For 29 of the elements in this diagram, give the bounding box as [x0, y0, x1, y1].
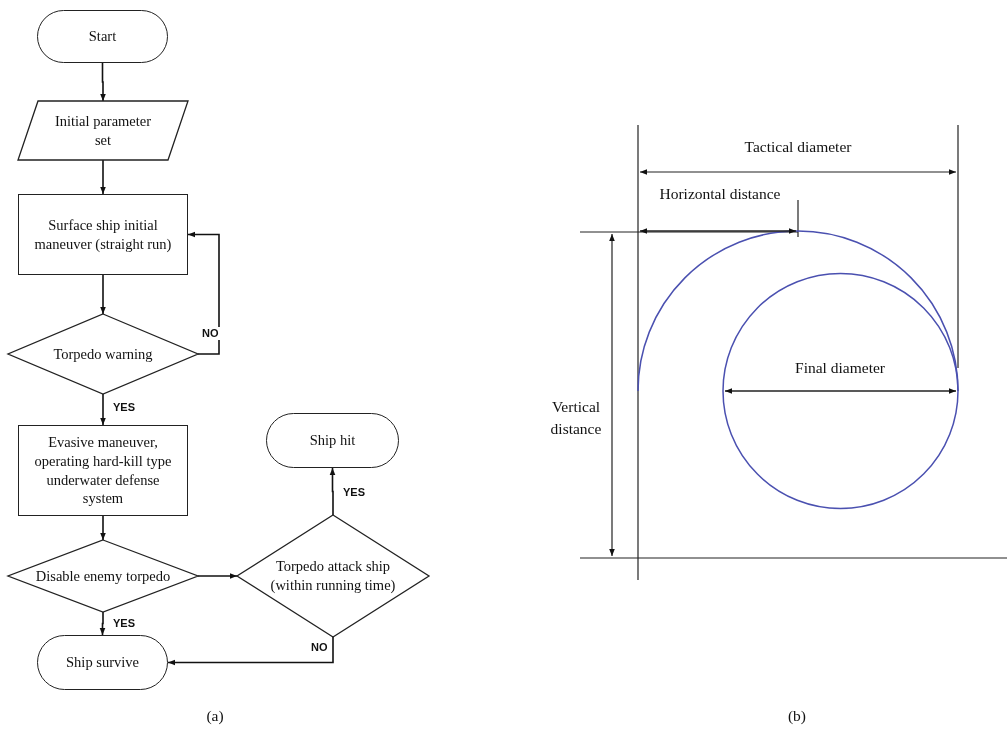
node-text: Start [88, 27, 117, 46]
panel-label: (a) [205, 706, 225, 726]
node-text: Initial parameter set [53, 111, 153, 150]
dimension-label: Horizontal distance [658, 184, 782, 204]
node-text: Ship hit [309, 431, 356, 450]
arrow [187, 231, 220, 355]
node-text: Torpedo attack ship (within running time) [269, 557, 397, 595]
panel-label: (b) [786, 706, 808, 726]
arrow [99, 611, 106, 636]
arrow [100, 393, 106, 426]
dimension-label: Tactical diameter [743, 137, 853, 157]
arrow [197, 573, 238, 579]
node-text: Surface ship initial maneuver (straight run) [33, 215, 173, 254]
arrow [100, 62, 106, 102]
arrow [329, 467, 336, 516]
node-text: Torpedo warning [53, 344, 153, 364]
node-text: Disable enemy torpedo [35, 566, 171, 586]
arrow [100, 274, 106, 315]
process-box [18, 425, 188, 516]
terminal-shape [37, 10, 168, 63]
arrow [100, 159, 106, 195]
edge-label: NO [201, 327, 220, 341]
node-text: Ship survive [66, 653, 139, 672]
node-text: Evasive maneuver, operating hard-kill type underwater defense system [33, 432, 173, 509]
dimension-label: Final diameter [794, 358, 886, 378]
dimension-label: Vertical distance [549, 397, 603, 439]
arrow [100, 515, 106, 541]
process-box [18, 194, 188, 275]
arrow [167, 636, 334, 666]
